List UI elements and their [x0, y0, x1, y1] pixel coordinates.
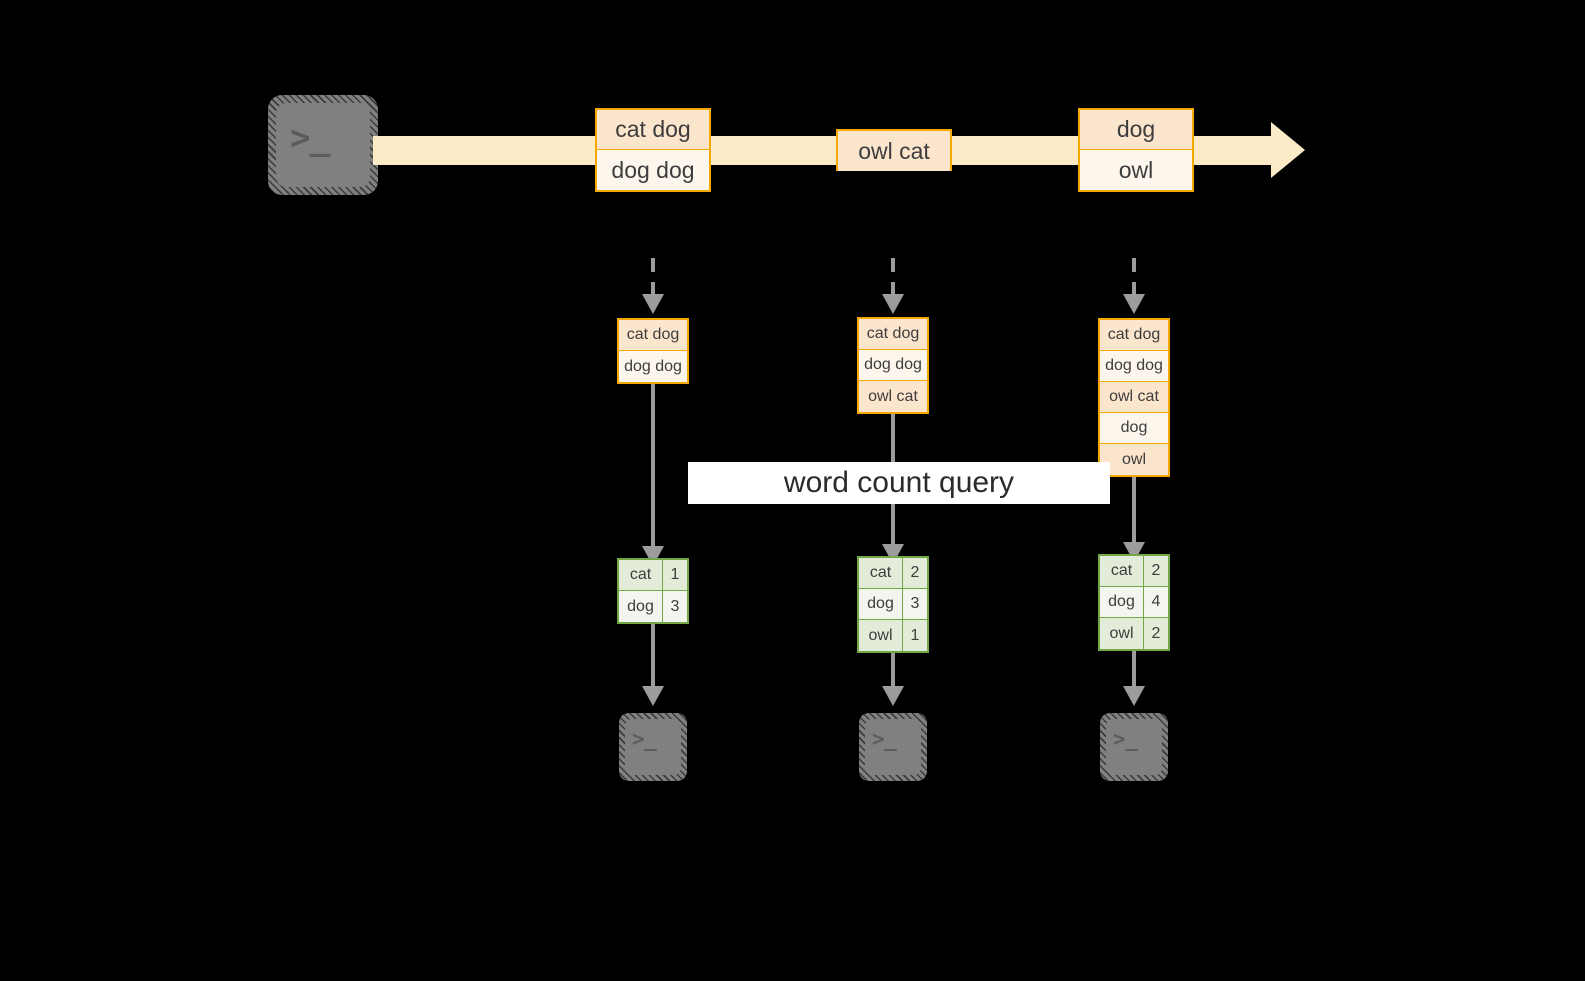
- table-cell-count: 3: [663, 591, 687, 622]
- table-cell-word: dog: [1100, 587, 1144, 617]
- record-line: owl: [1100, 444, 1168, 475]
- sink-arrowhead-1: [642, 686, 664, 706]
- stream-to-snapshot-arrowhead-1: [642, 294, 664, 314]
- terminal-prompt-glyph: >_: [1113, 727, 1138, 751]
- table-cell-count: 2: [1144, 556, 1168, 586]
- record-line: owl cat: [838, 131, 950, 171]
- stream-to-snapshot-connector-2: [891, 258, 895, 296]
- stream-to-snapshot-arrowhead-2: [882, 294, 904, 314]
- record-line: dog: [1080, 110, 1192, 150]
- result-table-3: cat 2 dog 4 owl 2: [1098, 554, 1170, 651]
- record-line: cat dog: [619, 320, 687, 351]
- table-cell-word: dog: [619, 591, 663, 622]
- terminal-prompt-glyph: >_: [290, 118, 330, 158]
- table-row: dog 4: [1100, 587, 1168, 618]
- snapshot-records-2: cat dog dog dog owl cat: [857, 317, 929, 414]
- table-row: dog 3: [619, 591, 687, 622]
- sink-terminal-icon-1: >_: [619, 713, 687, 781]
- record-line: cat dog: [1100, 320, 1168, 351]
- table-row: owl 2: [1100, 618, 1168, 649]
- record-line: cat dog: [859, 319, 927, 350]
- record-line: owl cat: [859, 381, 927, 412]
- terminal-prompt-glyph: >_: [632, 727, 657, 751]
- table-cell-count: 1: [903, 620, 927, 651]
- record-line: cat dog: [597, 110, 709, 150]
- table-cell-count: 4: [1144, 587, 1168, 617]
- record-line: dog dog: [597, 150, 709, 190]
- record-line: dog dog: [619, 351, 687, 382]
- table-row: cat 2: [1100, 556, 1168, 587]
- record-line: dog dog: [859, 350, 927, 381]
- sink-connector-3: [1132, 651, 1136, 692]
- sink-arrowhead-2: [882, 686, 904, 706]
- stream-record-3: dog owl: [1078, 108, 1194, 192]
- sink-arrowhead-3: [1123, 686, 1145, 706]
- table-cell-word: dog: [859, 589, 903, 619]
- input-stream-arrowhead: [1271, 122, 1305, 178]
- terminal-body: [625, 719, 681, 775]
- terminal-body: [865, 719, 921, 775]
- snapshot-records-3: cat dog dog dog owl cat dog owl: [1098, 318, 1170, 477]
- stream-to-snapshot-connector-1: [651, 258, 655, 296]
- record-line: owl cat: [1100, 382, 1168, 413]
- table-row: owl 1: [859, 620, 927, 651]
- sink-terminal-icon-3: >_: [1100, 713, 1168, 781]
- query-connector-1: [651, 384, 655, 552]
- stream-to-snapshot-arrowhead-3: [1123, 294, 1145, 314]
- terminal-body: [1106, 719, 1162, 775]
- table-cell-word: cat: [619, 560, 663, 590]
- table-cell-count: 3: [903, 589, 927, 619]
- terminal-prompt-glyph: >_: [872, 727, 897, 751]
- query-connector-3: [1132, 477, 1136, 548]
- table-row: dog 3: [859, 589, 927, 620]
- sink-connector-1: [651, 624, 655, 692]
- record-line: dog dog: [1100, 351, 1168, 382]
- table-cell-count: 2: [903, 558, 927, 588]
- table-cell-word: cat: [1100, 556, 1144, 586]
- table-row: cat 1: [619, 560, 687, 591]
- source-terminal-icon: >_: [268, 95, 378, 195]
- query-label: word count query: [688, 462, 1110, 504]
- table-cell-word: cat: [859, 558, 903, 588]
- stream-record-1: cat dog dog dog: [595, 108, 711, 192]
- record-line: dog: [1100, 413, 1168, 444]
- table-cell-count: 1: [663, 560, 687, 590]
- result-table-1: cat 1 dog 3: [617, 558, 689, 624]
- sink-terminal-icon-2: >_: [859, 713, 927, 781]
- snapshot-records-1: cat dog dog dog: [617, 318, 689, 384]
- sink-connector-2: [891, 653, 895, 692]
- record-line: owl: [1080, 150, 1192, 190]
- table-row: cat 2: [859, 558, 927, 589]
- table-cell-word: owl: [859, 620, 903, 651]
- terminal-body: [276, 103, 370, 187]
- table-cell-count: 2: [1144, 618, 1168, 649]
- stream-to-snapshot-connector-3: [1132, 258, 1136, 296]
- stream-record-2: owl cat: [836, 129, 952, 171]
- result-table-2: cat 2 dog 3 owl 1: [857, 556, 929, 653]
- table-cell-word: owl: [1100, 618, 1144, 649]
